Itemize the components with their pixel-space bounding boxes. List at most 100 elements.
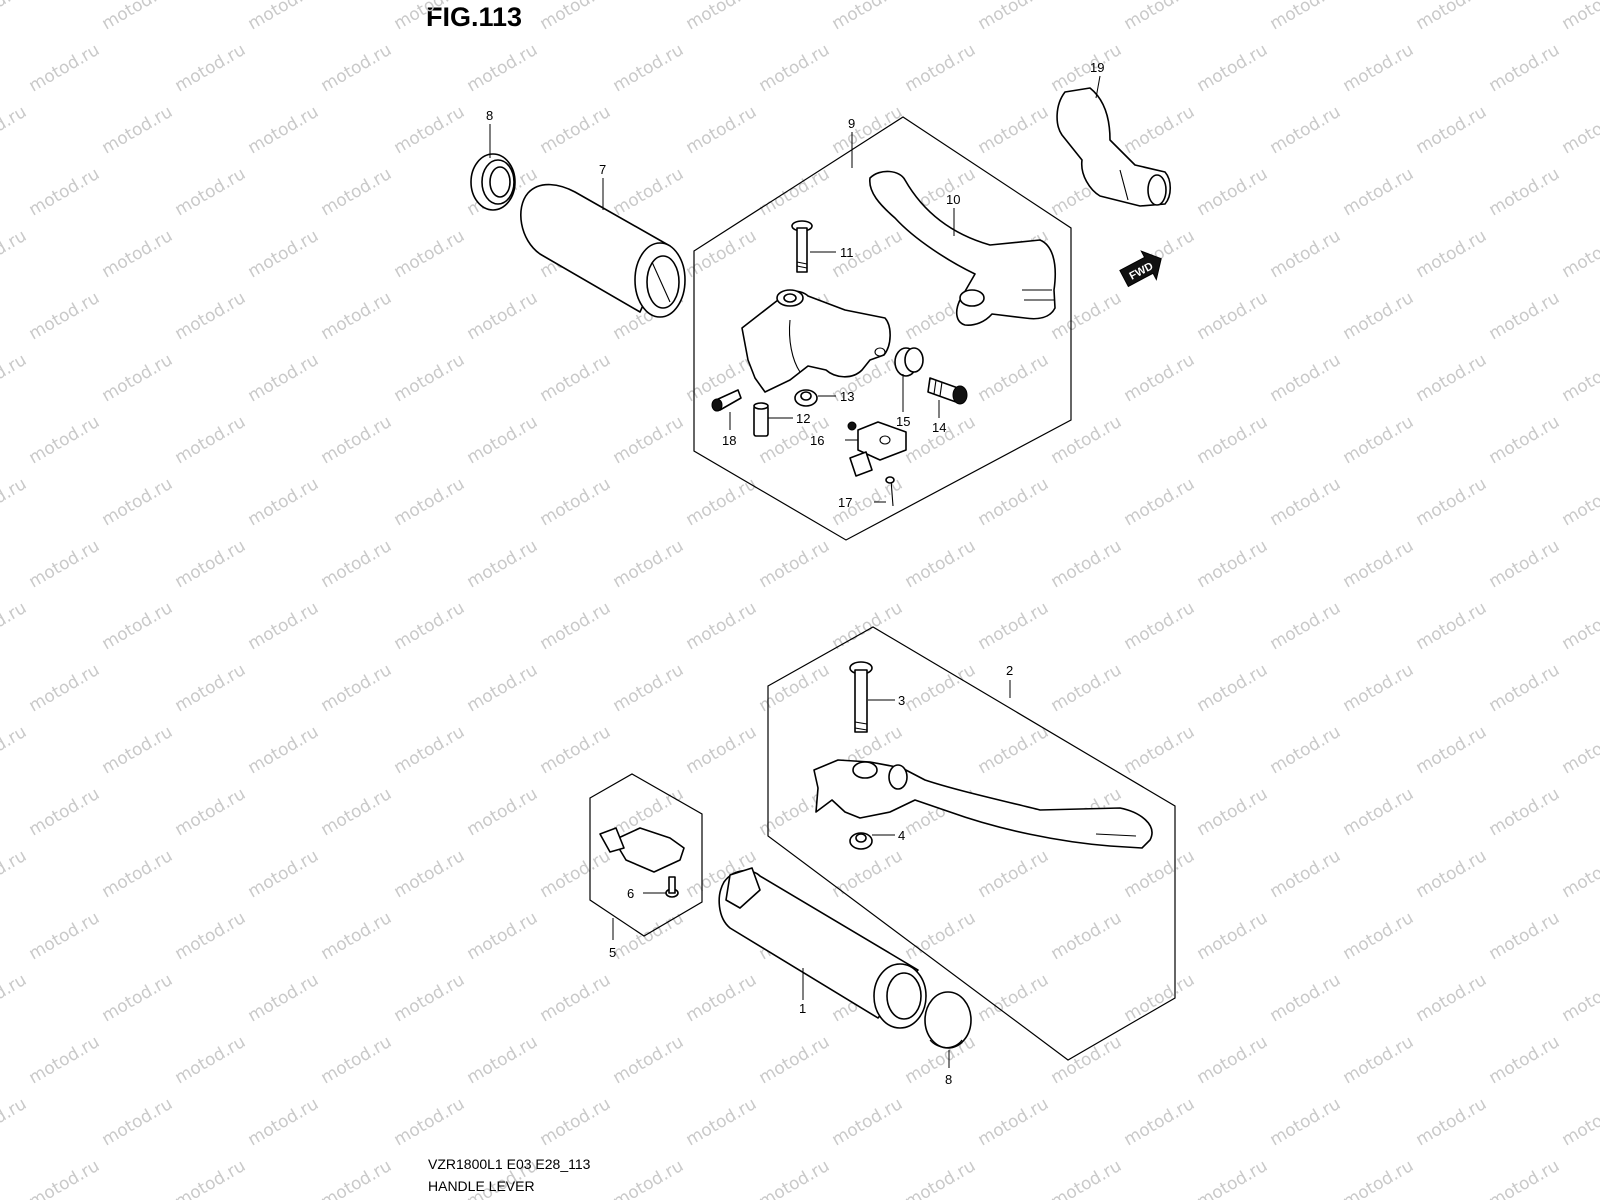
watermark-text: motod.ru — [99, 970, 177, 1026]
watermark-text: motod.ru — [172, 40, 250, 96]
assembly-frame-2 — [767, 626, 1176, 1061]
assembly-frame-9 — [693, 116, 1072, 541]
watermark-text: motod.ru — [99, 0, 177, 34]
callout-5: 5 — [609, 945, 616, 960]
watermark-text: motod.ru — [0, 350, 30, 406]
watermark-text: motod.ru — [1413, 846, 1491, 902]
watermark-text: motod.ru — [756, 40, 834, 96]
watermark-text: motod.ru — [1413, 970, 1491, 1026]
watermark-text: motod.ru — [1413, 102, 1491, 158]
watermark-text: motod.ru — [99, 102, 177, 158]
watermark-text: motod.ru — [1194, 536, 1272, 592]
watermark-text: motod.ru — [1048, 660, 1126, 716]
watermark-text: motod.ru — [756, 164, 834, 220]
watermark-text: motod.ru — [464, 40, 542, 96]
watermark-text: motod.ru — [0, 598, 30, 654]
watermark-text: motod.ru — [1267, 102, 1345, 158]
watermark-text: motod.ru — [1121, 722, 1199, 778]
watermark-text: motod.ru — [610, 1032, 688, 1088]
watermark-text: motod.ru — [391, 1094, 469, 1150]
watermark-text: motod.ru — [245, 102, 323, 158]
watermark-text: motod.ru — [1559, 970, 1600, 1026]
watermark-text: motod.ru — [1340, 784, 1418, 840]
assembly-frame-5 — [589, 773, 703, 937]
callout-2: 2 — [1006, 663, 1013, 678]
watermark-text: motod.ru — [975, 598, 1053, 654]
watermark-text: motod.ru — [1486, 1156, 1564, 1200]
part-4-nut — [849, 832, 873, 850]
watermark-text: motod.ru — [99, 1094, 177, 1150]
part-11-bolt — [791, 220, 813, 273]
watermark-text: motod.ru — [1340, 536, 1418, 592]
watermark-text: motod.ru — [1486, 164, 1564, 220]
watermark-text: motod.ru — [683, 722, 761, 778]
watermark-text: motod.ru — [0, 474, 30, 530]
callout-11: 11 — [840, 245, 854, 260]
watermark-text: motod.ru — [1559, 102, 1600, 158]
watermark-text: motod.ru — [1340, 164, 1418, 220]
watermark-text: motod.ru — [1413, 350, 1491, 406]
callout-18: 18 — [722, 433, 736, 448]
watermark-text: motod.ru — [391, 102, 469, 158]
watermark-text: motod.ru — [391, 598, 469, 654]
watermark-text: motod.ru — [1121, 474, 1199, 530]
callout-16: 16 — [810, 433, 824, 448]
part-17-screw — [885, 476, 895, 507]
watermark-text: motod.ru — [1559, 226, 1600, 282]
watermark-text: motod.ru — [1413, 598, 1491, 654]
watermark-text: motod.ru — [1121, 598, 1199, 654]
watermark-text: motod.ru — [975, 102, 1053, 158]
watermark-text: motod.ru — [318, 164, 396, 220]
watermark-text: motod.ru — [610, 40, 688, 96]
watermark-text: motod.ru — [1121, 970, 1199, 1026]
watermark-text: motod.ru — [683, 598, 761, 654]
part-8-lower — [924, 991, 972, 1049]
watermark-text: motod.ru — [391, 722, 469, 778]
watermark-text: motod.ru — [537, 474, 615, 530]
watermark-text: motod.ru — [391, 474, 469, 530]
watermark-text: motod.ru — [1559, 0, 1600, 34]
watermark-text: motod.ru — [610, 1156, 688, 1200]
watermark-text: motod.ru — [318, 536, 396, 592]
watermark-text: motod.ru — [537, 970, 615, 1026]
part-15-ring — [894, 347, 924, 377]
watermark-text: motod.ru — [902, 536, 980, 592]
watermark-text: motod.ru — [318, 660, 396, 716]
callout-1: 1 — [799, 1001, 806, 1016]
watermark-text: motod.ru — [1121, 846, 1199, 902]
callout-12: 12 — [796, 411, 810, 426]
model-code: VZR1800L1 E03 E28_113 — [428, 1156, 591, 1172]
watermark-text: motod.ru — [902, 660, 980, 716]
part-5-switch — [599, 827, 685, 873]
watermark-text: motod.ru — [1267, 598, 1345, 654]
part-3-bolt — [849, 661, 873, 733]
watermark-text: motod.ru — [1340, 660, 1418, 716]
watermark-text: motod.ru — [99, 598, 177, 654]
part-19-guard — [1056, 87, 1172, 207]
watermark-text: motod.ru — [172, 908, 250, 964]
watermark-text: motod.ru — [245, 474, 323, 530]
watermark-text: motod.ru — [975, 722, 1053, 778]
watermark-text: motod.ru — [26, 412, 104, 468]
part-16-switch — [847, 421, 907, 477]
watermark-text: motod.ru — [1121, 350, 1199, 406]
watermark-text: motod.ru — [391, 846, 469, 902]
watermark-text: motod.ru — [756, 1032, 834, 1088]
watermark-text: motod.ru — [610, 908, 688, 964]
watermark-text: motod.ru — [391, 226, 469, 282]
leader-lines — [489, 75, 1101, 1068]
watermark-text: motod.ru — [829, 846, 907, 902]
callout-7: 7 — [599, 162, 606, 177]
watermark-text: motod.ru — [1194, 908, 1272, 964]
watermark-text: motod.ru — [0, 0, 30, 34]
callout-labels: 8 7 9 10 19 11 13 12 15 14 18 16 17 3 2 … — [486, 60, 1104, 1087]
watermark-text: motod.ru — [1559, 474, 1600, 530]
callout-9: 9 — [848, 116, 855, 131]
watermark-text: motod.ru — [245, 0, 323, 34]
watermark-text: motod.ru — [829, 0, 907, 34]
watermark-text: motod.ru — [1121, 0, 1199, 34]
watermark-text: motod.ru — [99, 350, 177, 406]
watermark-text: motod.ru — [1048, 908, 1126, 964]
watermark-text: motod.ru — [318, 908, 396, 964]
